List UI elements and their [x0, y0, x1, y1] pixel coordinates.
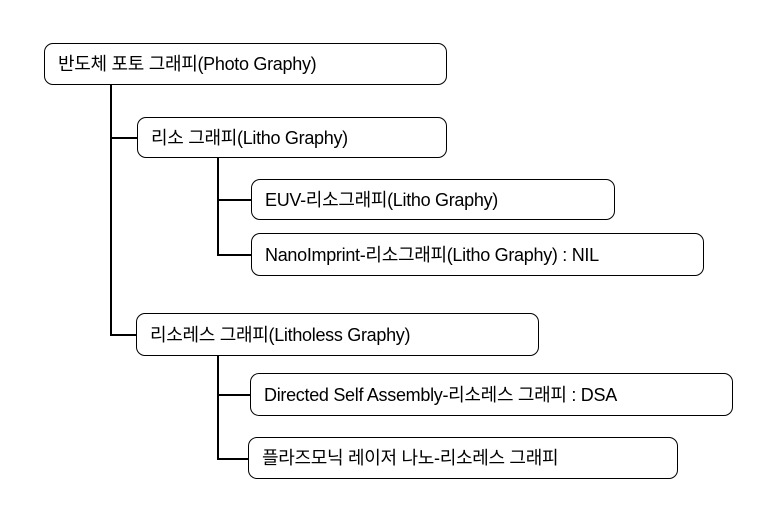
- connector-trunk-litholess: [217, 356, 219, 459]
- node-photo-graphy-label: 반도체 포토 그래피(Photo Graphy): [58, 54, 317, 74]
- connector-stub-euv: [217, 199, 251, 201]
- node-photo-graphy: 반도체 포토 그래피(Photo Graphy): [44, 43, 447, 85]
- node-litholess-graphy-label: 리소레스 그래피(Litholess Graphy): [150, 324, 411, 345]
- node-directed-self-assembly-dsa-label: Directed Self Assembly-리소레스 그래피 : DSA: [264, 384, 617, 405]
- connector-stub-nanoimprint: [217, 254, 251, 256]
- connector-stub-dsa: [217, 394, 250, 396]
- node-plasmonic-laser-nano: 플라즈모닉 레이저 나노-리소레스 그래피: [248, 437, 678, 479]
- node-plasmonic-laser-nano-label: 플라즈모닉 레이저 나노-리소레스 그래피: [262, 448, 559, 468]
- node-litho-graphy: 리소 그래피(Litho Graphy): [137, 117, 447, 158]
- connector-stub-litho: [110, 137, 137, 139]
- node-nanoimprint-nil: NanoImprint-리소그래피(Litho Graphy) : NIL: [251, 233, 704, 276]
- connector-stub-litholess: [110, 334, 136, 336]
- node-litholess-graphy: 리소레스 그래피(Litholess Graphy): [136, 313, 539, 356]
- connector-trunk-root: [110, 85, 112, 335]
- connector-trunk-litho: [217, 158, 219, 255]
- node-euv-lithography-label: EUV-리소그래피(Litho Graphy): [265, 189, 498, 210]
- node-nanoimprint-nil-label: NanoImprint-리소그래피(Litho Graphy) : NIL: [265, 244, 599, 265]
- node-litho-graphy-label: 리소 그래피(Litho Graphy): [151, 127, 348, 148]
- node-directed-self-assembly-dsa: Directed Self Assembly-리소레스 그래피 : DSA: [250, 373, 733, 416]
- node-euv-lithography: EUV-리소그래피(Litho Graphy): [251, 179, 615, 220]
- connector-stub-plasmonic: [217, 458, 248, 460]
